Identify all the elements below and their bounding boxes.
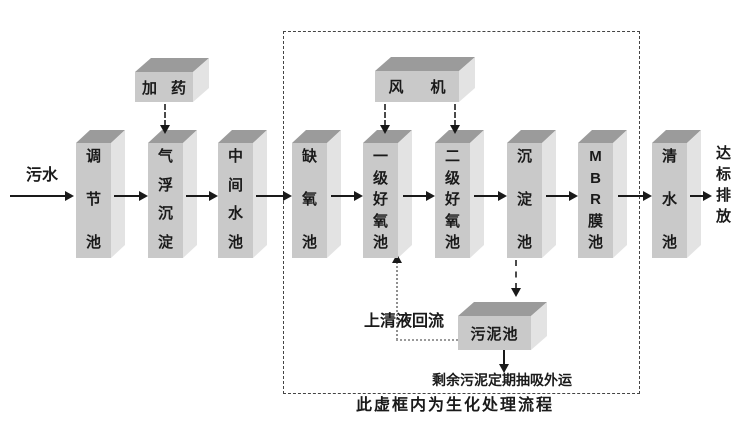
tank-front-face: 二级好氧池: [435, 143, 470, 258]
blower-arrow-secondary: [450, 104, 460, 134]
sludge-disposal-arrow: [499, 350, 509, 373]
outflow-label: 达标排放: [716, 145, 732, 225]
tank-sedimentation: 沉淀池: [507, 130, 556, 258]
sludge-transfer-arrow: [511, 260, 521, 297]
tank-label: 一级好氧池: [372, 148, 388, 251]
flow-arrow: [546, 191, 578, 201]
tank-label: 中间水池: [227, 148, 243, 251]
sludge-tank-box: 污泥池: [458, 302, 547, 350]
tank-label: 调节池: [85, 148, 101, 251]
blower-box: 风机: [375, 57, 475, 102]
dosing-arrow: [160, 104, 170, 134]
tank-label: 缺氧池: [301, 148, 317, 251]
tank-anoxic: 缺氧池: [292, 130, 341, 258]
sludge-front-face: 污泥池: [458, 316, 531, 350]
outflow-arrow: [690, 191, 712, 201]
sludge-disposal-label: 剩余污泥定期抽吸外运: [432, 372, 572, 388]
flow-arrow: [403, 191, 435, 201]
tank-primary-aerobic: 一级好氧池: [363, 130, 412, 258]
supernatant-return-line-horizontal: [396, 339, 458, 341]
tank-secondary-aerobic: 二级好氧池: [435, 130, 484, 258]
flow-arrow: [618, 191, 652, 201]
biochemical-process-frame: [283, 31, 640, 394]
tank-air-flotation: 气浮沉淀: [148, 130, 197, 258]
tank-front-face: 气浮沉淀: [148, 143, 183, 258]
tank-label: 沉淀池: [516, 148, 532, 251]
tank-label: 二级好氧池: [444, 148, 460, 251]
blower-arrow-primary: [380, 104, 390, 134]
tank-front-face: 缺氧池: [292, 143, 327, 258]
tank-label: 气浮沉淀: [157, 148, 173, 251]
sludge-tank-label: 污泥池: [470, 325, 519, 343]
tank-front-face: 清水池: [652, 143, 687, 258]
supernatant-return-label: 上清液回流: [364, 313, 445, 330]
tank-front-face: 沉淀池: [507, 143, 542, 258]
inflow-arrow: [10, 191, 74, 201]
dosing-box: 加药: [135, 58, 209, 102]
dosing-label: 加药: [141, 79, 186, 97]
flow-arrow: [256, 191, 292, 201]
inflow-label: 污水: [26, 167, 59, 184]
blower-front-face: 风机: [375, 71, 459, 102]
blower-label: 风机: [388, 79, 446, 96]
flow-arrow: [474, 191, 507, 201]
flow-arrow: [186, 191, 218, 201]
frame-caption: 此虚框内为生化处理流程: [356, 397, 555, 414]
tank-label: 清水池: [661, 148, 677, 251]
supernatant-return-line-vertical: [392, 254, 402, 340]
dosing-front-face: 加药: [135, 72, 193, 102]
tank-front-face: 中间水池: [218, 143, 253, 258]
flow-arrow: [114, 191, 148, 201]
tank-front-face: 一级好氧池: [363, 143, 398, 258]
tank-front-face: 调节池: [76, 143, 111, 258]
tank-intermediate-water: 中间水池: [218, 130, 267, 258]
tank-clean-water: 清水池: [652, 130, 701, 258]
flow-arrow: [331, 191, 363, 201]
tank-regulating: 调节池: [76, 130, 125, 258]
